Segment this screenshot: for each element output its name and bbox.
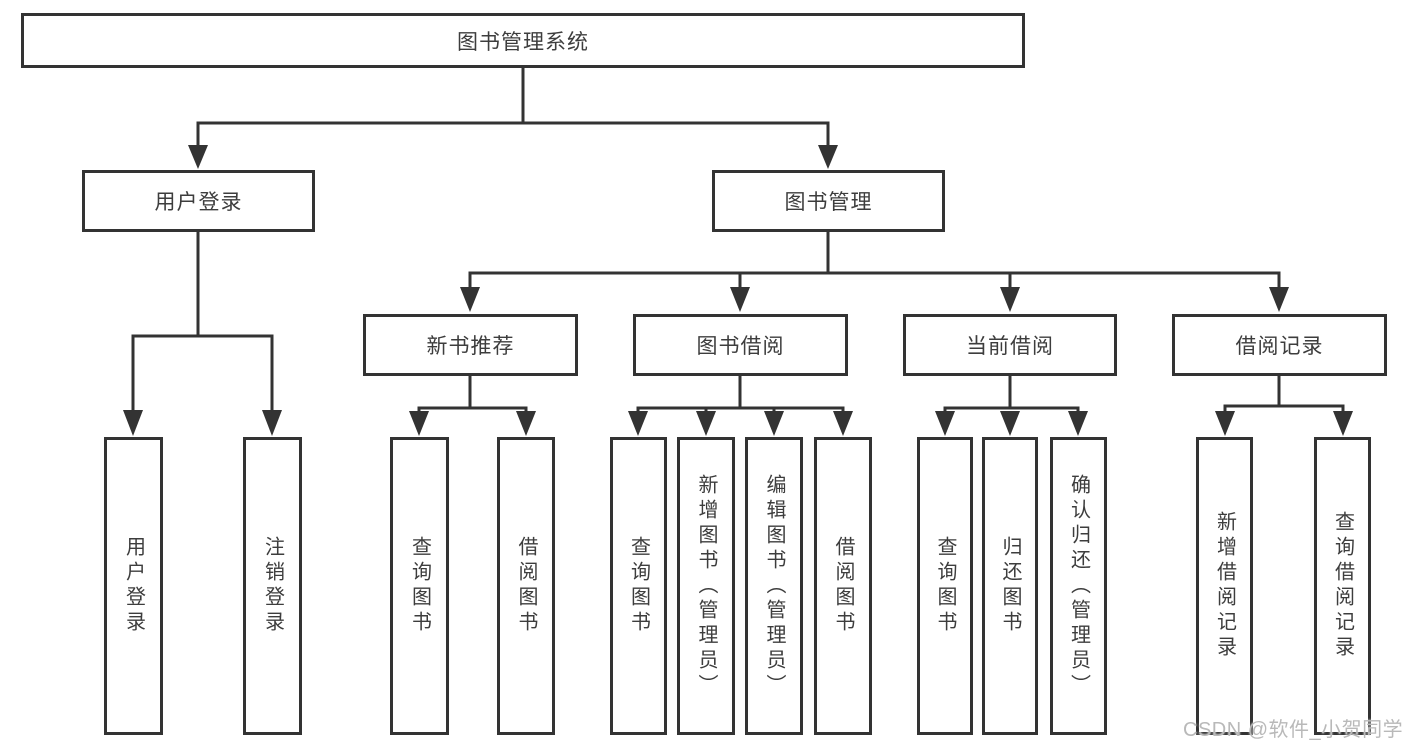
leaf-confirm-return-admin-label: 确认归还（管理员） (1067, 473, 1090, 699)
node-book-borrowing-label: 图书借阅 (696, 335, 785, 358)
leaf-return-book: 归还图书 (982, 437, 1038, 735)
node-new-book-recommend: 新书推荐 (363, 314, 578, 376)
leaf-user-login-label: 用户登录 (122, 536, 145, 636)
node-user-login: 用户登录 (82, 170, 315, 232)
leaf-add-book-admin-label: 新增图书（管理员） (695, 473, 717, 699)
leaf-logout: 注销登录 (243, 437, 302, 735)
leaf-query-borrow-record-label: 查询借阅记录 (1331, 511, 1354, 661)
leaf-confirm-return-admin: 确认归还（管理员） (1050, 437, 1107, 735)
leaf-query-book-borrowing: 查询图书 (610, 437, 667, 735)
node-book-management: 图书管理 (712, 170, 945, 232)
leaf-borrow-book: 借阅图书 (814, 437, 872, 735)
leaf-edit-book-admin: 编辑图书（管理员） (745, 437, 803, 735)
node-new-book-recommend-label: 新书推荐 (426, 335, 515, 358)
leaf-add-book-admin: 新增图书（管理员） (677, 437, 735, 735)
node-book-management-label: 图书管理 (784, 191, 873, 214)
leaf-query-book-current: 查询图书 (917, 437, 973, 735)
arrowhead-icons (123, 145, 1353, 436)
leaf-borrow-book-recommend: 借阅图书 (497, 437, 555, 735)
node-root-system-label: 图书管理系统 (457, 30, 589, 54)
leaf-user-login: 用户登录 (104, 437, 163, 735)
leaf-query-book-recommend: 查询图书 (390, 437, 449, 735)
leaf-query-borrow-record: 查询借阅记录 (1314, 437, 1371, 735)
leaf-borrow-book-label: 借阅图书 (832, 536, 854, 636)
node-book-borrowing: 图书借阅 (633, 314, 848, 376)
node-root-system: 图书管理系统 (21, 13, 1025, 68)
leaf-add-borrow-record-label: 新增借阅记录 (1213, 511, 1236, 661)
leaf-edit-book-admin-label: 编辑图书（管理员） (763, 473, 785, 699)
node-borrowing-records-label: 借阅记录 (1235, 335, 1324, 358)
leaf-add-borrow-record: 新增借阅记录 (1196, 437, 1253, 735)
node-current-borrowing: 当前借阅 (903, 314, 1117, 376)
leaf-query-book-recommend-label: 查询图书 (408, 536, 431, 636)
leaf-logout-label: 注销登录 (261, 536, 284, 636)
leaf-return-book-label: 归还图书 (999, 536, 1021, 636)
node-current-borrowing-label: 当前借阅 (966, 335, 1054, 358)
node-user-login-label: 用户登录 (154, 191, 243, 214)
csdn-watermark: CSDN @软件_小贺同学 (1183, 719, 1404, 741)
leaf-query-book-current-label: 查询图书 (934, 536, 956, 636)
leaf-query-book-borrowing-label: 查询图书 (627, 536, 650, 636)
leaf-borrow-book-recommend-label: 借阅图书 (515, 536, 537, 636)
node-borrowing-records: 借阅记录 (1172, 314, 1387, 376)
